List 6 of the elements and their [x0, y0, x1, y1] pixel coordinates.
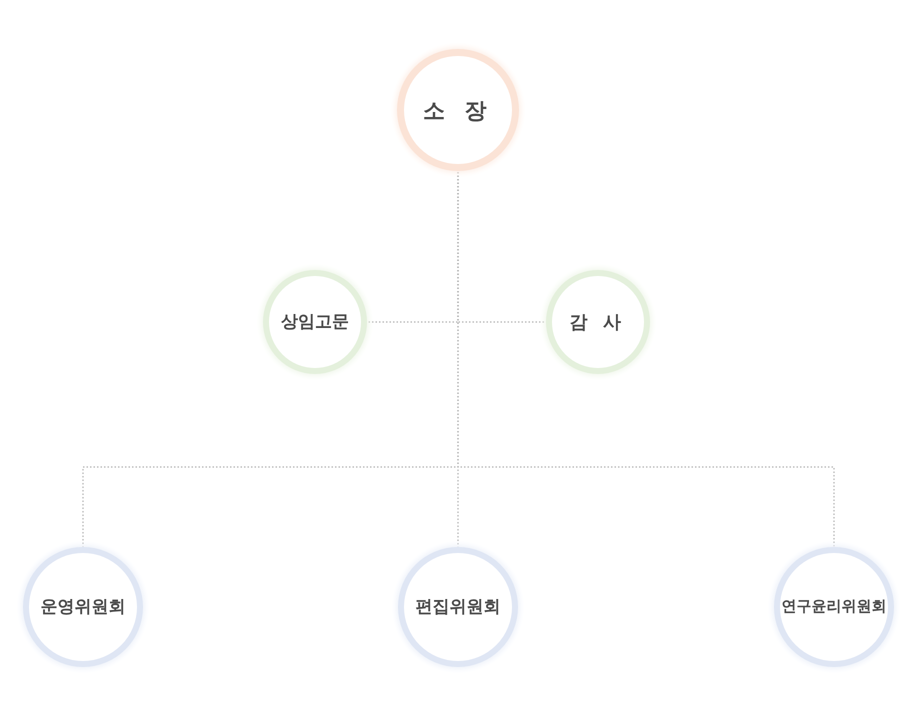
node-label: 소 장	[423, 96, 493, 124]
node-label: 운영위원회	[40, 596, 126, 618]
node-label: 연구윤리위원회	[782, 596, 886, 617]
node-label: 감 사	[569, 310, 627, 334]
node-label: 편집위원회	[416, 596, 500, 618]
node-label: 상임고문	[281, 311, 349, 334]
